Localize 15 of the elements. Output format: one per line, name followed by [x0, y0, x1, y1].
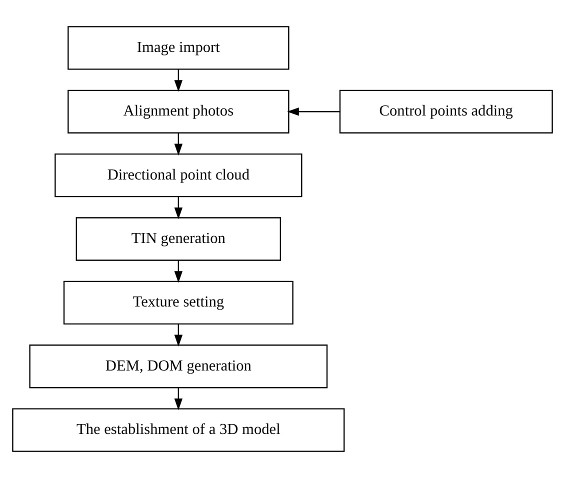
arrow: [174, 260, 183, 282]
node-box: Control points adding: [339, 89, 553, 133]
arrow: [174, 69, 183, 92]
node-box: Alignment photos: [68, 89, 290, 133]
arrow: [174, 196, 183, 219]
node-box: DEM, DOM generation: [29, 344, 328, 388]
node-box: Directional point cloud: [54, 153, 302, 197]
node-box: TIN generation: [76, 216, 282, 260]
arrow: [174, 387, 183, 410]
arrow: [287, 107, 340, 116]
node-box: Texture setting: [63, 280, 294, 324]
arrow: [174, 324, 183, 346]
node-box: Image import: [68, 26, 290, 70]
arrow: [174, 132, 183, 156]
node-box: The establishment of a 3D model: [12, 408, 345, 452]
